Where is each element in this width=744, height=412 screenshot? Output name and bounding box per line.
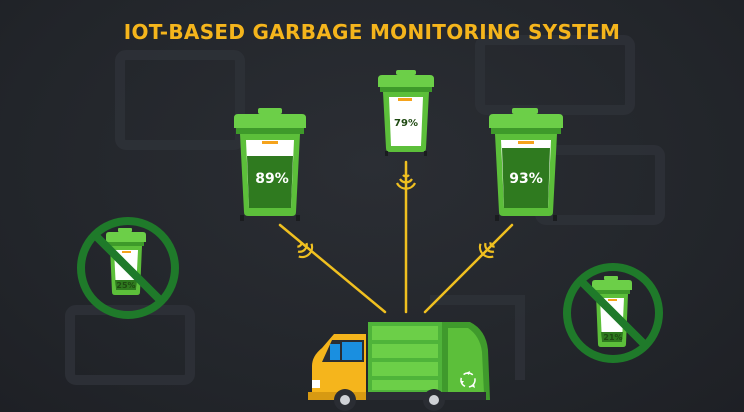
bin-far-left: 25% bbox=[77, 217, 179, 319]
bin-left-fill-label: 89% bbox=[255, 171, 289, 187]
wifi-signal-icon bbox=[292, 237, 317, 262]
recycle-icon bbox=[460, 371, 476, 388]
bin-far-right: 21% bbox=[563, 263, 663, 363]
page-title: IOT-BASED GARBAGE MONITORING SYSTEM bbox=[123, 20, 621, 44]
bin-center: 79% bbox=[378, 70, 434, 156]
truck-wheel bbox=[334, 389, 356, 411]
bin-far-left-fill-label: 25% bbox=[116, 281, 135, 290]
signal-lines bbox=[278, 160, 514, 314]
signal-line-right bbox=[423, 223, 514, 314]
no-entry-icon bbox=[563, 263, 663, 363]
signal-line-left bbox=[278, 223, 387, 314]
garbage-truck bbox=[308, 322, 490, 411]
bin-center-fill-label: 79% bbox=[394, 118, 418, 129]
truck-wheel bbox=[423, 389, 445, 411]
bin-right-fill-label: 93% bbox=[509, 171, 543, 187]
no-entry-icon bbox=[77, 217, 179, 319]
bin-right: 93% bbox=[489, 108, 563, 221]
bin-left: 89% bbox=[234, 108, 306, 221]
bin-far-right-fill-label: 21% bbox=[603, 333, 622, 342]
